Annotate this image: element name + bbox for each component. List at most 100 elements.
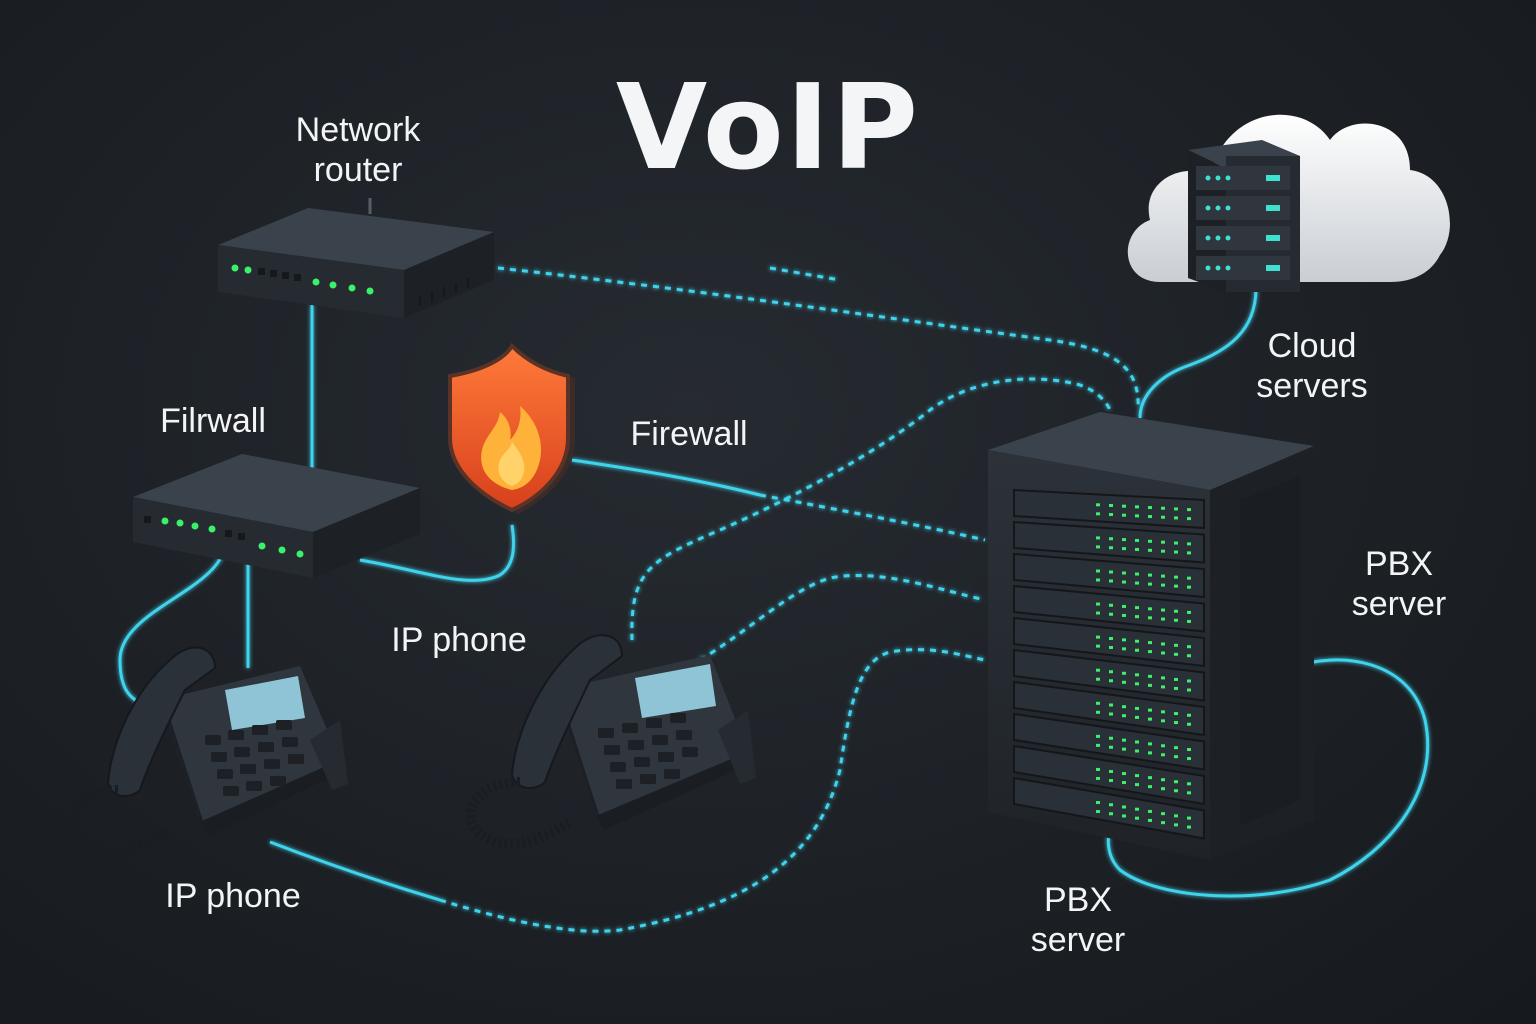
rack-led xyxy=(1161,753,1165,757)
link-switch-phone-left-a xyxy=(118,544,227,710)
rack-led xyxy=(1187,585,1191,589)
link-phone-mid-pbx-mid xyxy=(699,573,986,662)
rack-led xyxy=(1174,721,1178,725)
rack-led xyxy=(1109,812,1113,816)
cord-middle xyxy=(465,777,573,849)
rack-led xyxy=(1122,647,1126,651)
rack-led xyxy=(1096,767,1100,771)
rack-led xyxy=(1187,816,1191,820)
rack-led xyxy=(1161,549,1165,553)
rack-led xyxy=(1122,772,1126,776)
rack-led xyxy=(1161,787,1165,791)
rack-led xyxy=(1174,712,1178,716)
server-rack-icon xyxy=(988,412,1314,860)
rack-unit xyxy=(1013,584,1205,633)
rack-led xyxy=(1096,611,1100,615)
rack-led xyxy=(1096,743,1100,747)
rack-led xyxy=(1161,676,1165,680)
label-switch-line1: Filrwall xyxy=(160,402,266,440)
rack-led xyxy=(1174,789,1178,793)
link-phone-left-bottom xyxy=(269,840,441,902)
rack-led xyxy=(1135,816,1139,820)
rack-led xyxy=(1122,613,1126,617)
rack-led xyxy=(1109,513,1113,516)
rack-led xyxy=(1109,770,1113,773)
rack-led xyxy=(1135,673,1139,677)
keypad-middle xyxy=(598,713,698,789)
rack-led xyxy=(1096,677,1100,681)
label-pbx-right-line2: server xyxy=(1351,585,1447,623)
rack-led xyxy=(1148,641,1152,645)
rack-led xyxy=(1135,682,1139,686)
rack-led xyxy=(1109,646,1113,649)
rack-unit xyxy=(1013,616,1205,668)
keypad-left xyxy=(205,720,304,796)
rack-led xyxy=(1122,738,1126,742)
rack-led xyxy=(1122,604,1126,608)
rack-led xyxy=(1096,710,1100,714)
rack-led xyxy=(1135,547,1139,551)
rack-led xyxy=(1187,619,1191,623)
rack-led xyxy=(1148,809,1152,813)
rack-led xyxy=(1122,538,1126,542)
rack-led xyxy=(1122,705,1126,709)
rack-led xyxy=(1109,504,1113,507)
label-cloud-servers-line2: servers xyxy=(1256,367,1368,405)
rack-led xyxy=(1187,576,1191,580)
rack-led xyxy=(1122,547,1126,551)
rack-unit xyxy=(1013,680,1205,737)
rack-led xyxy=(1174,643,1178,647)
rack-led xyxy=(1161,812,1165,816)
rack-led xyxy=(1161,617,1165,621)
rack-led xyxy=(1135,639,1139,643)
handset-left xyxy=(106,646,217,798)
rack-led xyxy=(1148,818,1152,822)
rack-led xyxy=(1122,571,1126,575)
rack-led xyxy=(1161,778,1165,782)
rack-led xyxy=(1174,780,1178,784)
handset-middle xyxy=(510,634,624,790)
network-links xyxy=(118,266,1430,933)
firewall-shield-icon xyxy=(448,342,575,514)
rack-led xyxy=(1187,713,1191,717)
rack-led xyxy=(1135,606,1139,610)
rack-led xyxy=(1109,579,1113,583)
rack-led xyxy=(1135,774,1139,778)
label-ip-phone-left-line1: IP phone xyxy=(165,877,301,915)
rack-led xyxy=(1135,648,1139,652)
rack-led xyxy=(1109,779,1113,782)
rack-led xyxy=(1135,572,1139,576)
rack-led xyxy=(1187,791,1191,795)
rack-led xyxy=(1161,651,1165,655)
rack-led xyxy=(1187,542,1191,546)
rack-led xyxy=(1096,635,1100,639)
rack-led xyxy=(1187,508,1191,512)
rack-led xyxy=(1161,744,1165,748)
label-network-router: Network router xyxy=(296,110,421,190)
rack-led xyxy=(1096,776,1100,780)
rack-led xyxy=(1174,652,1178,656)
rack-unit xyxy=(1013,520,1205,564)
rack-led xyxy=(1148,708,1152,712)
rack-led xyxy=(1135,505,1139,509)
rack-led xyxy=(1096,512,1100,516)
rack-led xyxy=(1161,642,1165,646)
rack-led xyxy=(1109,679,1113,683)
rack-unit xyxy=(1013,552,1205,599)
label-firewall-line1: Firewall xyxy=(630,415,748,453)
rack-led xyxy=(1096,701,1100,705)
label-ip-phone-middle: IP phone xyxy=(391,620,527,660)
link-phone-mid-pbx-top xyxy=(630,377,1112,641)
rack-led xyxy=(1122,781,1126,785)
link-router-pbx xyxy=(497,266,1140,411)
rack-led xyxy=(1122,671,1126,675)
rack-led xyxy=(1148,751,1152,755)
rack-unit xyxy=(1013,648,1205,702)
rack-unit xyxy=(1013,744,1205,806)
switch-icon xyxy=(133,454,420,578)
rack-led xyxy=(1187,782,1191,786)
rack-led xyxy=(1187,825,1191,829)
rack-led xyxy=(1135,581,1139,585)
rack-led xyxy=(1109,712,1113,716)
